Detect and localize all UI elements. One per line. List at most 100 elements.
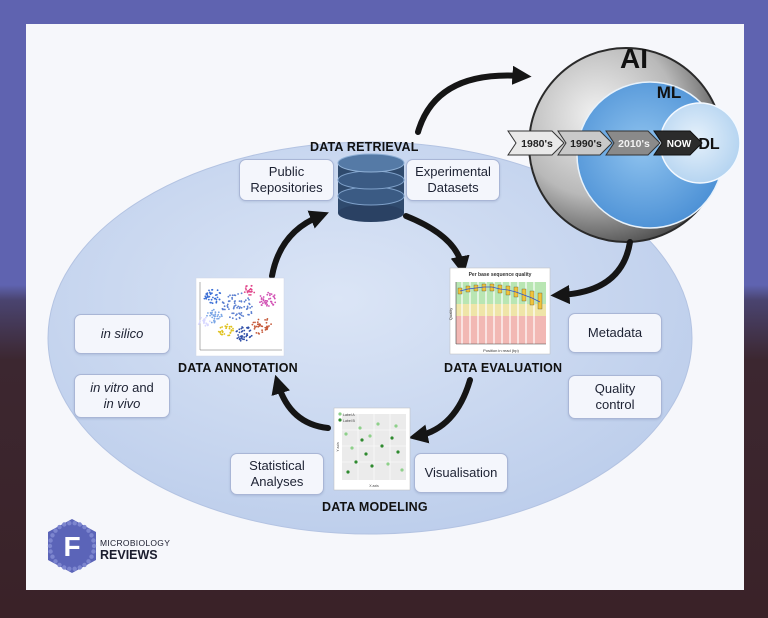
arrow-evaluation-to-modeling [408,377,473,444]
cluster-dot [199,319,201,322]
logo-dot [53,559,58,564]
cluster-dot [237,334,240,336]
cluster-dot [269,297,272,300]
statistical-analyses-line2: Analyses [250,474,304,489]
cluster-dot [216,317,219,320]
cluster-dot [270,300,272,303]
cluster-dot [255,325,258,328]
public-repositories-line2: Repositories [250,180,323,195]
logo-dot [48,549,53,554]
quality-control-line1: Quality [594,381,636,396]
arrow-annotation-to-retrieval [269,210,329,279]
cluster-dot [225,327,228,329]
cluster-dot [228,308,230,310]
cluster-dot [257,318,260,321]
cluster-dot [273,296,276,298]
cluster-dot [244,299,247,302]
cluster-dot [233,302,236,305]
cluster-dot [221,307,224,310]
cluster-dot [271,302,273,305]
cluster-dot [233,306,235,309]
data-retrieval-label: DATA RETRIEVAL [310,140,419,154]
cluster-dot [224,325,227,328]
cluster-dot [243,333,246,335]
logo-dot [72,521,77,526]
in-silico-box: in silico [74,314,170,354]
cluster-dot [229,331,232,334]
cluster-dot [216,289,219,292]
quality-plot-ylabel: Quality [448,308,453,320]
cluster-dot [241,335,244,337]
cluster-dot [261,325,264,328]
cluster-dot [250,311,253,313]
cluster-dot [231,294,234,297]
cluster-dot [200,316,202,319]
cluster-dot [256,321,259,324]
cluster-dot [235,318,238,321]
logo-dot [86,528,91,533]
cluster-dot [209,314,212,317]
cluster-dot [253,325,256,327]
cluster-dot [224,308,226,311]
cluster-dot [261,329,263,332]
cluster-dot [269,292,271,295]
timeline-now: NOW [667,139,692,150]
cluster-dot [214,313,217,316]
statistical-analyses-line1: Statistical [249,458,305,473]
cluster-dot [236,330,239,332]
logo-dot [91,538,96,543]
cluster-dot [211,316,214,319]
cluster-dot [203,322,205,325]
cluster-dot [217,313,220,316]
cluster-dot [223,305,226,308]
cluster-dot [247,289,250,292]
logo-dot [82,524,87,530]
in-vitro-text: in vitro [90,380,129,395]
timeline-2010s: 2010's [618,138,650,150]
logo-dot [47,543,53,549]
experimental-datasets-line1: Experimental [415,164,491,179]
cluster-dot [273,297,276,300]
cluster-dot [231,317,234,320]
scatter-legend-a: Label A [343,413,355,417]
cluster-dot [216,315,219,318]
cluster-dot [246,334,248,336]
cluster-dot [239,306,241,308]
cluster-dot [213,297,216,300]
cluster-dot [273,294,276,296]
metadata-text: Metadata [587,325,643,340]
cluster-dot [237,305,240,308]
cluster-dot [270,293,273,295]
data-evaluation-label: DATA EVALUATION [444,361,563,375]
cluster-dot [238,328,241,331]
chevron-now [653,130,703,156]
cluster-dot [230,330,233,332]
cluster-dot [206,292,209,294]
timeline-chevrons: 1980's 1990's 2010's NOW [507,130,703,156]
chevron-1990s [557,130,613,156]
visualisation-box: Visualisation [414,453,508,493]
cluster-dot [243,329,246,332]
cluster-dot [227,295,230,298]
cluster-dot [238,338,241,340]
cluster-dot [236,313,238,315]
cluster-dot [260,304,263,306]
cluster-dot [235,314,237,317]
experimental-datasets-line2: Datasets [427,180,479,195]
cluster-dot [210,321,213,324]
cluster-dot [232,312,235,315]
cluster-dot [211,289,213,291]
ml-label: ML [657,83,682,102]
logo-dot [82,562,87,568]
cluster-dot [261,302,264,305]
cluster-dot [245,335,248,338]
cluster-dot [249,335,252,338]
cluster-dot [268,325,270,327]
cluster-dot [234,294,237,297]
cluster-dot [240,330,243,333]
cluster-dot [211,309,214,312]
cluster-dot [257,332,260,334]
cluster-dot [228,300,231,302]
cluster-dot [250,285,253,287]
